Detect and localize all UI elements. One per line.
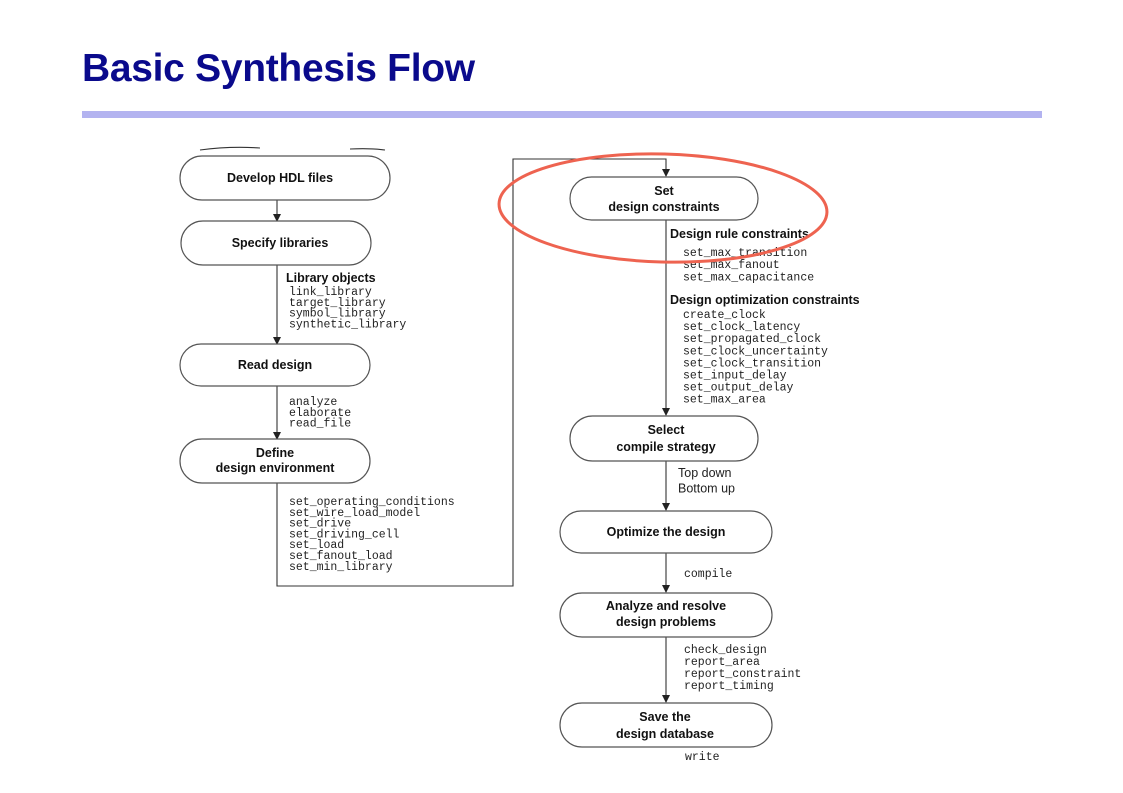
command-item: set_clock_transition bbox=[683, 357, 821, 370]
library-objects-heading: Library objects bbox=[286, 271, 376, 285]
step-label: Optimize the design bbox=[607, 525, 726, 539]
analyze-commands: check_designreport_areareport_constraint… bbox=[684, 644, 801, 693]
library-objects-commands: link_librarytarget_librarysymbol_library… bbox=[289, 286, 406, 331]
step-label-line2: design problems bbox=[616, 615, 716, 629]
command-item: set_fanout_load bbox=[289, 550, 393, 563]
command-item: set_min_library bbox=[289, 561, 393, 574]
step-analyze: Analyze and resolve design problems bbox=[559, 592, 773, 638]
command-item: set_drive bbox=[289, 518, 351, 531]
step-save: Save the design database bbox=[559, 702, 773, 748]
command-item: report_timing bbox=[684, 680, 774, 693]
design-optimization-commands: create_clockset_clock_latencyset_propaga… bbox=[683, 309, 828, 407]
design-optimization-heading: Design optimization constraints bbox=[670, 293, 860, 307]
command-item: set_input_delay bbox=[683, 370, 787, 383]
step-label-line1: Analyze and resolve bbox=[606, 599, 726, 613]
command-item: read_file bbox=[289, 418, 351, 431]
command-item: set_max_capacitance bbox=[683, 271, 814, 284]
save-command: write bbox=[685, 751, 720, 764]
step-label-line2: design constraints bbox=[608, 200, 719, 214]
command-item: report_constraint bbox=[684, 668, 801, 681]
command-item: synthetic_library bbox=[289, 318, 406, 331]
step-label-line1: Set bbox=[654, 184, 674, 198]
command-item: set_load bbox=[289, 539, 344, 552]
connector-define-to-constraints bbox=[276, 158, 670, 587]
command-item: set_wire_load_model bbox=[289, 507, 420, 520]
command-item: set_driving_cell bbox=[289, 528, 400, 541]
step-read-design: Read design bbox=[179, 343, 371, 387]
step-label: Specify libraries bbox=[232, 236, 329, 250]
optimize-command: compile bbox=[684, 568, 732, 581]
step-label-line1: Save the bbox=[639, 710, 690, 724]
slide-title: Basic Synthesis Flow bbox=[82, 47, 475, 90]
command-item: symbol_library bbox=[289, 308, 386, 321]
step-label-line2: design environment bbox=[216, 461, 336, 475]
command-item: set_max_area bbox=[683, 394, 766, 407]
top-fragment-line bbox=[199, 146, 261, 151]
step-define-environment: Define design environment bbox=[179, 438, 371, 484]
environment-commands: set_operating_conditionsset_wire_load_mo… bbox=[289, 496, 455, 574]
step-optimize: Optimize the design bbox=[559, 510, 773, 554]
command-item: set_clock_uncertainty bbox=[683, 345, 828, 358]
command-item: set_propagated_clock bbox=[683, 333, 821, 346]
command-item: set_operating_conditions bbox=[289, 496, 455, 509]
title-underline bbox=[82, 111, 1042, 118]
step-label-line2: compile strategy bbox=[616, 440, 715, 454]
command-item: report_area bbox=[684, 656, 760, 669]
highlight-ellipse bbox=[497, 152, 829, 264]
design-rule-heading: Design rule constraints bbox=[670, 227, 809, 241]
command-item: check_design bbox=[684, 644, 767, 657]
command-item: set_output_delay bbox=[683, 382, 794, 395]
step-select-strategy: Select compile strategy bbox=[569, 415, 759, 462]
step-label-line2: design database bbox=[616, 727, 714, 741]
step-label: Develop HDL files bbox=[227, 171, 333, 185]
design-rule-commands: set_max_transitionset_max_fanoutset_max_… bbox=[683, 247, 814, 284]
command-item: Bottom up bbox=[678, 482, 735, 496]
command-item: elaborate bbox=[289, 407, 351, 420]
step-specify-libraries: Specify libraries bbox=[180, 220, 372, 266]
command-item: link_library bbox=[289, 286, 372, 299]
command-item: target_library bbox=[289, 297, 386, 310]
command-item: create_clock bbox=[683, 309, 766, 322]
step-set-constraints: Set design constraints bbox=[569, 176, 759, 221]
step-label-line1: Select bbox=[648, 423, 686, 437]
step-label: Read design bbox=[238, 358, 312, 372]
command-item: Top down bbox=[678, 466, 732, 480]
command-item: analyze bbox=[289, 396, 337, 409]
top-fragment-line-2 bbox=[349, 148, 386, 151]
command-item: set_clock_latency bbox=[683, 321, 800, 334]
step-label-line1: Define bbox=[256, 446, 294, 460]
step-develop-hdl: Develop HDL files bbox=[179, 155, 391, 201]
